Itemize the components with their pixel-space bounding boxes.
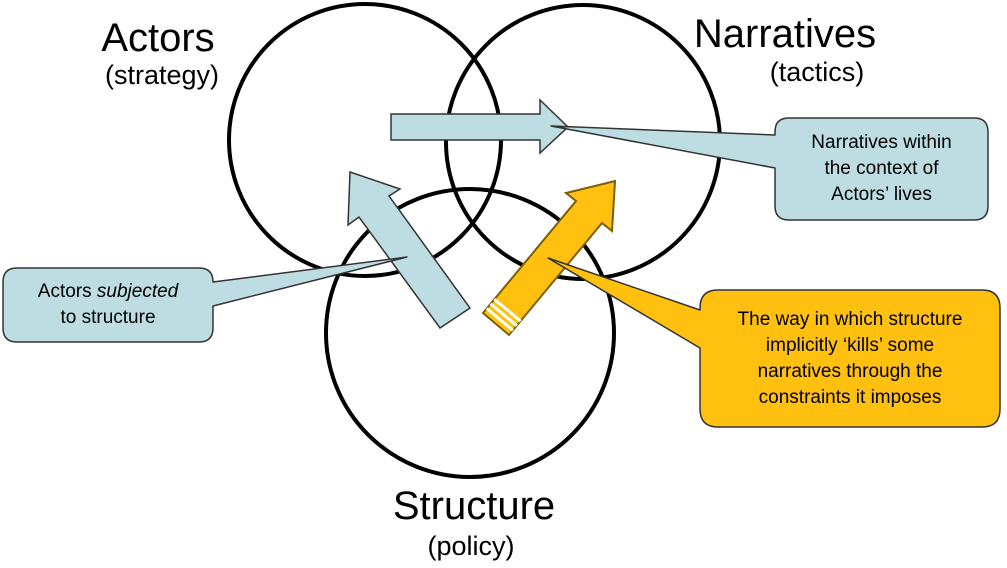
callout-line: constraints it imposes <box>758 386 942 408</box>
callout-line: Narratives within <box>811 132 952 153</box>
narratives-label: Narratives <box>693 12 877 56</box>
callout-line: narratives through the <box>757 360 943 382</box>
callout-line-normal: Actors <box>37 281 97 302</box>
structure-sublabel: (policy) <box>427 531 515 561</box>
callout-line: implicitly ‘kills’ some <box>765 334 935 356</box>
callout-narratives-context-text: Narratives within the context of Actors’… <box>775 118 988 220</box>
callout-structure-kills-text: The way in which structure implicitly ‘k… <box>700 290 1000 427</box>
callout-structure-kills-bubble <box>547 257 1001 428</box>
callout-actors-subjected-bubble <box>2 256 408 343</box>
callout-actors-subjected-text: Actors subjected to structure <box>3 268 213 342</box>
callout-line: The way in which structure <box>737 308 963 330</box>
callout-line: to structure <box>60 307 156 328</box>
callout-line: Actors’ lives <box>831 184 932 205</box>
actors-subjected-arrow <box>347 170 472 330</box>
callout-line-italic: subjected <box>96 281 179 302</box>
actors-sublabel: (strategy) <box>104 60 220 90</box>
callout-line: the context of <box>824 158 939 179</box>
structure-arrow-tail-stripes <box>485 298 522 332</box>
narratives-sublabel: (tactics) <box>769 57 865 87</box>
actors-label: Actors <box>101 16 215 60</box>
structure-label: Structure <box>392 484 556 528</box>
structure-circle <box>324 187 616 479</box>
callout-line: Actors subjected <box>38 279 178 305</box>
narratives-context-arrow <box>390 98 570 155</box>
callout-narratives-context-bubble <box>550 117 989 221</box>
